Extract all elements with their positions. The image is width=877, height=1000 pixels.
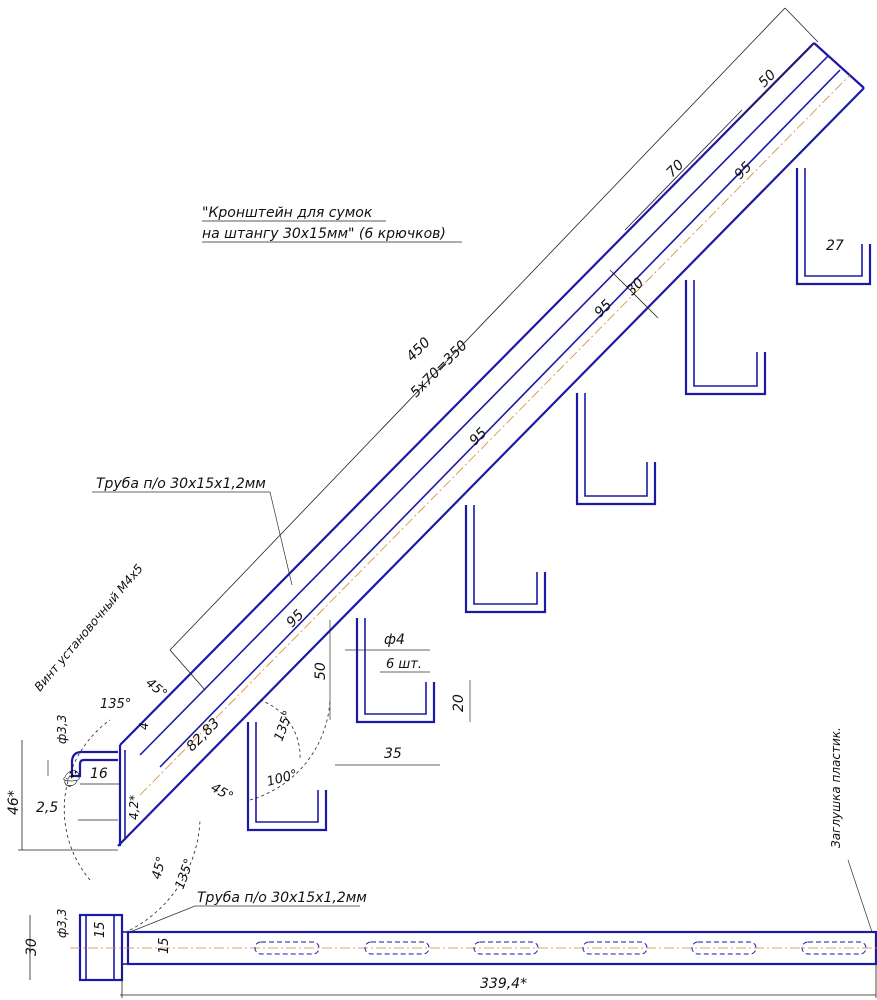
hook-3-inner [473, 505, 538, 605]
dim-46: 46* [6, 790, 22, 815]
screw-marker-icon: ⛑ [60, 769, 80, 788]
dim-50-top: 50 [756, 67, 780, 91]
dim-70: 70 [664, 157, 688, 181]
incline-dimensions [169, 7, 819, 691]
title-line-2: на штангу 30х15мм" (6 крючков) [202, 226, 446, 242]
slot-3 [473, 941, 539, 955]
slot-4 [582, 941, 648, 955]
tube-inner-edge-2 [159, 69, 841, 768]
plug-label: Заглушка пластик. [829, 727, 843, 848]
tube-inner-edge-1 [139, 55, 829, 756]
hook-1-inner [255, 722, 319, 823]
clip-outline [70, 750, 118, 778]
dim-30: 30 [624, 275, 648, 299]
dim-8283: 82,83 [184, 715, 224, 755]
hook-5-inner [693, 280, 758, 387]
dim-15-tube: 15 [157, 937, 172, 954]
dim-25: 2,5 [36, 800, 58, 816]
angle-100: 100° [265, 767, 299, 790]
slot-6 [801, 941, 867, 955]
slot-5 [691, 941, 757, 955]
ext-line-450 [784, 7, 819, 43]
dim-27: 27 [826, 238, 844, 254]
plug-leader [847, 859, 873, 933]
hook-4 [575, 393, 657, 506]
dim-33-top: ф3,3 [55, 715, 69, 744]
dim-42: 4,2* [127, 795, 141, 820]
angle-45-mid: 45° [208, 780, 235, 805]
angle-135-mid: 135° [272, 709, 297, 744]
wall-clip: ⛑ [47, 750, 118, 788]
drawing-title: "Кронштейн для сумок на штангу 30х15мм" … [202, 205, 462, 243]
dim-50-hook: 50 [313, 662, 329, 680]
hook-2 [355, 618, 436, 724]
dim-95-top: 95 [732, 159, 756, 183]
arc-bottom [129, 819, 201, 931]
dim-3394: 339,4* [480, 976, 527, 992]
leaders [92, 491, 471, 933]
tube-end-cap [813, 42, 865, 89]
dim-phi4: ф4 [384, 632, 405, 648]
dim-16: 16 [90, 766, 108, 782]
pipe-top-label: Труба п/о 30х15х1,2мм [96, 476, 266, 492]
pipe-bottom-label: Труба п/о 30х15х1,2мм [197, 890, 367, 906]
dim-95-a: 95 [592, 297, 616, 321]
dim-35-hook: 35 [384, 746, 402, 762]
hook-4-inner [584, 393, 648, 497]
pipe-bottom-leader [129, 905, 196, 933]
dim-line-450 [169, 7, 786, 651]
hook-6-inner [804, 168, 863, 277]
arc-135-mid [259, 699, 301, 761]
hook-3 [464, 505, 547, 614]
hook-5 [684, 280, 767, 396]
angle-135-top: 135° [100, 697, 131, 712]
dim-4: 4 [137, 722, 151, 730]
dim-450: 450 [404, 335, 434, 365]
hooks-qty-label: 6 шт. [386, 657, 422, 672]
hook-6 [795, 168, 872, 286]
ext-line-450-start [169, 649, 206, 691]
height-dimension [18, 740, 120, 851]
dim-95-b: 95 [467, 425, 491, 449]
tube-centerline [139, 74, 851, 796]
dimension-texts: 450 5х70=350 50 70 95 30 95 95 95 27 82,… [6, 67, 844, 992]
arc-100 [249, 699, 331, 801]
ext-line-30 [609, 269, 659, 319]
slot-1 [254, 941, 320, 955]
dim-line-50 [737, 45, 813, 121]
pipe-top-leader [269, 491, 293, 586]
dim-line-70 [624, 109, 743, 231]
tube-top-edge [119, 42, 815, 746]
angle-arcs [63, 699, 331, 931]
arc-left [63, 719, 111, 881]
tube-bottom-edge [117, 87, 865, 847]
dim-15-left: 15 [93, 921, 108, 938]
angle-135-bot: 135° [173, 857, 198, 892]
bottom-tube [29, 859, 877, 998]
screw-label: Винт установочный М4х5 [32, 562, 146, 694]
dim-33-bottom: ф3,3 [55, 909, 69, 938]
inclined-tube [117, 42, 865, 847]
angle-45-bot: 45° [149, 855, 169, 881]
slot-2 [364, 941, 430, 955]
dim-20-hook: 20 [451, 694, 467, 712]
title-line-1: "Кронштейн для сумок [202, 205, 373, 221]
hooks [246, 168, 872, 832]
hook-2-inner [364, 618, 427, 715]
dim-95-c: 95 [284, 607, 308, 631]
dim-30-bottom: 30 [24, 938, 40, 956]
hook-1 [246, 722, 328, 832]
